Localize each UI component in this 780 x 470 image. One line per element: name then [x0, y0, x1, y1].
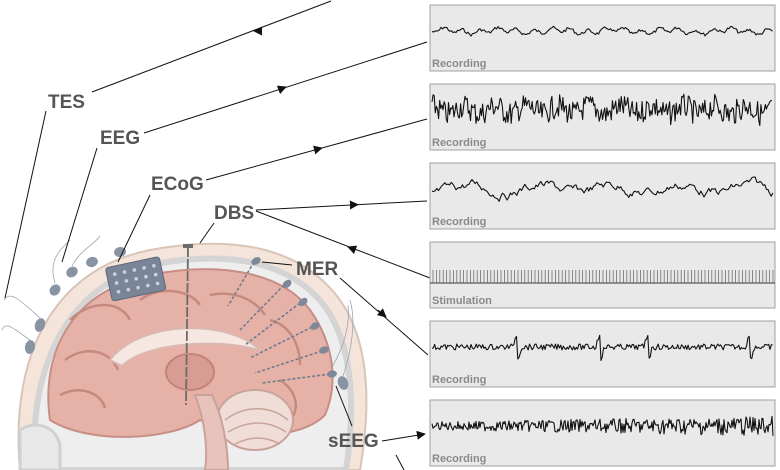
- signal-trace: [431, 25, 773, 37]
- panel-label: Recording: [432, 453, 486, 465]
- panel-label: Recording: [432, 137, 486, 149]
- label-eeg: EEG: [100, 128, 140, 149]
- seeg-extra-line: [395, 454, 405, 470]
- panel-label: Stimulation: [432, 295, 492, 307]
- signal-panel: Recording: [429, 83, 776, 151]
- eeg-pointer: [61, 147, 98, 263]
- label-mer: MER: [296, 259, 339, 280]
- face-bone: [18, 423, 62, 470]
- panel-label: Recording: [432, 58, 486, 70]
- dbs-line-stimulation: [255, 210, 431, 279]
- signal-panel: Recording: [429, 4, 776, 72]
- signal-trace: [431, 93, 773, 127]
- brainstem: [193, 394, 230, 470]
- seeg-contacts: [251, 257, 337, 378]
- seeg-pointer: [335, 385, 353, 427]
- panel-label: Recording: [432, 374, 486, 386]
- signal-trace: [431, 415, 774, 436]
- signal-trace: [431, 334, 773, 362]
- ecog-grid: [105, 256, 167, 302]
- thalamus: [165, 353, 215, 391]
- signal-panel: Stimulation: [429, 241, 776, 309]
- modality-labels: TES EEG ECoG DBS MER sEEG: [48, 92, 379, 452]
- signal-panel: Recording: [429, 162, 776, 230]
- panel-frame: [429, 4, 776, 72]
- electrode-wires: [1, 235, 354, 377]
- signal-panels: RecordingRecordingRecordingStimulationRe…: [429, 4, 776, 467]
- scalp-electrodes: [24, 246, 349, 390]
- cerebellum: [216, 389, 294, 451]
- connectors: [4, 0, 431, 470]
- seeg-electrodes: [227, 261, 331, 384]
- label-seeg: sEEG: [328, 431, 379, 452]
- dbs-line-recording: [255, 200, 428, 211]
- tes-pointer: [4, 110, 47, 299]
- panel-frame: [429, 162, 776, 230]
- signal-trace: [431, 176, 774, 202]
- dbs-lead: [183, 244, 193, 406]
- label-dbs: DBS: [214, 203, 254, 224]
- panel-label: Recording: [432, 216, 486, 228]
- ecog-pointer: [117, 194, 151, 263]
- signal-panel: Recording: [429, 320, 776, 388]
- label-tes: TES: [48, 92, 85, 113]
- stimulation-pulses: [432, 270, 774, 283]
- seeg-line: [381, 430, 426, 442]
- mer-pointer: [261, 261, 293, 266]
- label-ecog: ECoG: [151, 174, 204, 195]
- dbs-pointer: [199, 222, 215, 244]
- tes-line: [91, 0, 332, 93]
- signal-panel: Recording: [429, 399, 776, 467]
- head-illustration: [1, 235, 368, 470]
